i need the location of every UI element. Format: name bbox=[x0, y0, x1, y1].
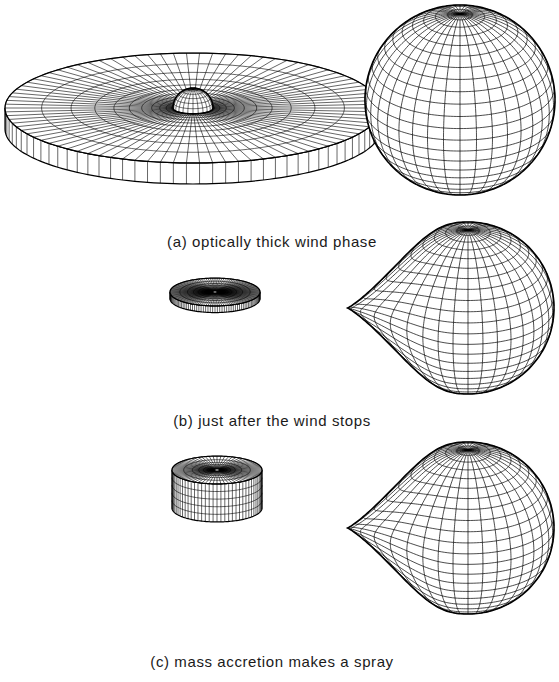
disk-grid bbox=[172, 456, 262, 522]
star-grid bbox=[348, 442, 554, 614]
accretion-disk bbox=[5, 53, 381, 184]
companion-star bbox=[365, 5, 555, 195]
roche-lobe-star bbox=[348, 442, 554, 614]
disk-grid bbox=[170, 278, 260, 312]
accretion-disk bbox=[170, 278, 260, 312]
panel-caption: (c) mass accretion makes a spray bbox=[148, 653, 395, 670]
star-grid bbox=[173, 88, 213, 114]
star-grid bbox=[365, 5, 555, 195]
star-body bbox=[365, 5, 555, 195]
star-outline bbox=[348, 442, 554, 614]
star-body bbox=[348, 442, 554, 614]
disk-grid bbox=[5, 53, 381, 184]
accretion-disk bbox=[172, 456, 262, 522]
star-outline bbox=[365, 5, 555, 195]
companion-star bbox=[173, 88, 213, 114]
star-body bbox=[173, 88, 213, 114]
star-outline bbox=[173, 88, 213, 114]
panel-caption: (b) just after the wind stops bbox=[171, 412, 372, 429]
panel-caption: (a) optically thick wind phase bbox=[165, 233, 379, 250]
